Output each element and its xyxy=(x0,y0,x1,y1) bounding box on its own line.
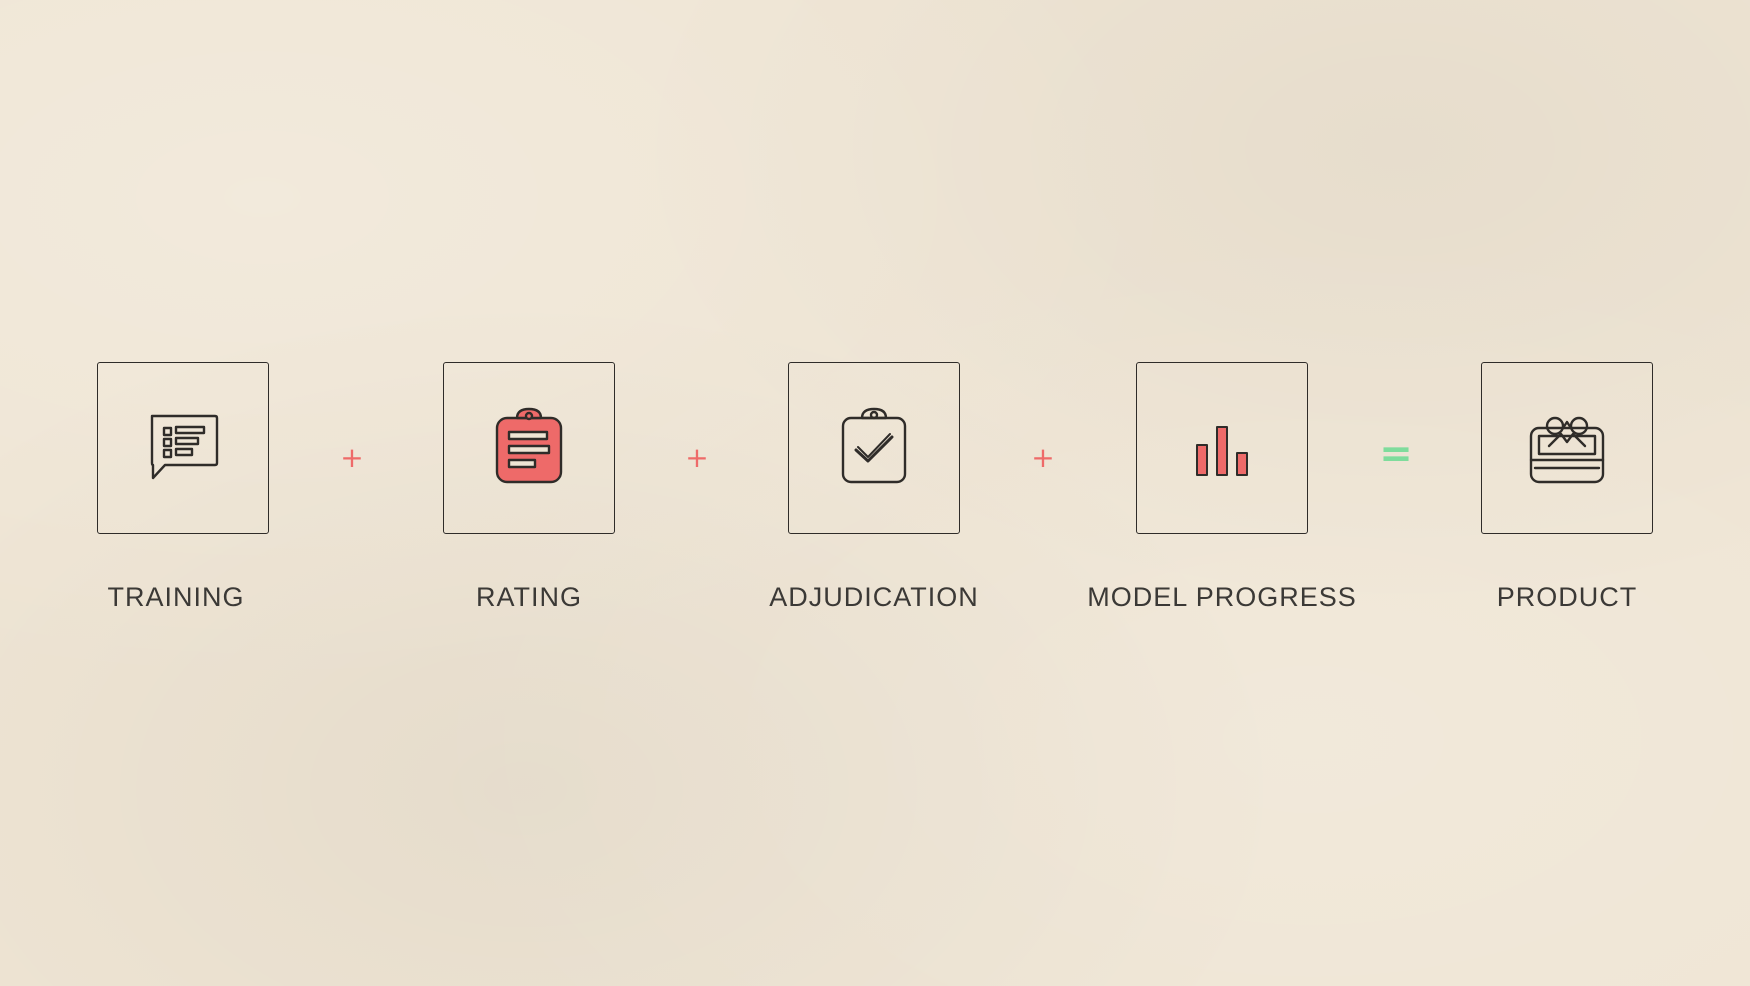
bar-chart-icon xyxy=(1196,426,1248,476)
clipboard-icon xyxy=(495,407,563,484)
plus-operator-1: + xyxy=(340,441,364,474)
product-label: PRODUCT xyxy=(1496,582,1638,612)
chat-list-icon xyxy=(150,414,219,480)
clipboard-check-icon xyxy=(841,407,907,484)
plus-operator-2: + xyxy=(685,441,709,474)
training-label: TRAINING xyxy=(107,582,245,612)
equals-operator: = xyxy=(1379,431,1413,477)
bar-tall-middle xyxy=(1216,426,1228,476)
rating-label: RATING xyxy=(476,582,582,612)
training-box xyxy=(97,362,269,534)
bar-short-right xyxy=(1236,452,1248,476)
model-progress-box xyxy=(1136,362,1308,534)
gift-box-icon xyxy=(1529,416,1605,484)
adjudication-box xyxy=(788,362,960,534)
adjudication-label: ADJUDICATION xyxy=(769,582,979,612)
rating-box xyxy=(443,362,615,534)
model-progress-label: MODEL PROGRESS xyxy=(1087,582,1357,612)
plus-operator-3: + xyxy=(1031,441,1055,474)
product-box xyxy=(1481,362,1653,534)
bar-short-left xyxy=(1196,444,1208,476)
